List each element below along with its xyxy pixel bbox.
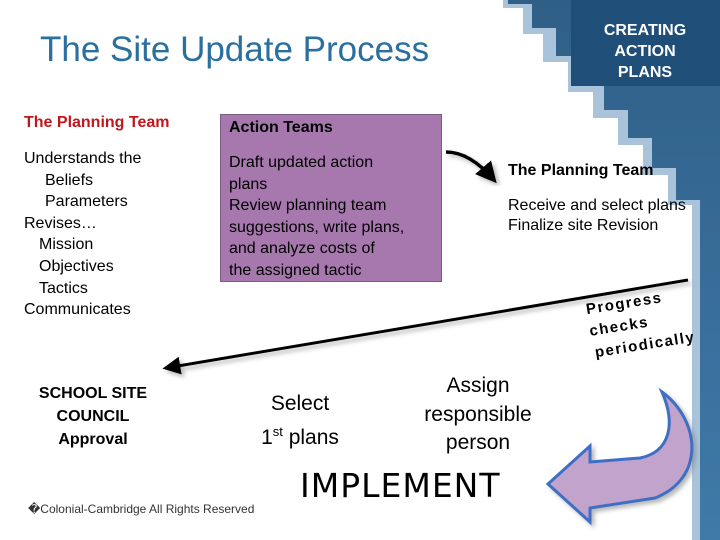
list-item: and analyze costs of xyxy=(229,240,375,257)
select-line: Select xyxy=(270,392,330,415)
list-item: Communicates xyxy=(24,301,131,319)
list-item: Tactics xyxy=(39,279,88,297)
list-item: Objectives xyxy=(39,257,114,275)
corner-label-line: ACTION xyxy=(614,43,676,60)
planning-team-review-tasks: Receive and select plans Finalize site R… xyxy=(508,196,686,236)
ssc-line: SCHOOL SITE xyxy=(38,385,148,402)
action-teams-tasks: Draft updated action plans Review planni… xyxy=(229,152,404,281)
creating-action-plans-label: CREATING ACTION PLANS xyxy=(585,20,705,83)
list-item: Understands the xyxy=(24,150,142,167)
ssc-line: COUNCIL xyxy=(56,408,130,425)
list-item: Receive and select plans xyxy=(508,197,686,214)
progress-line: checks xyxy=(588,314,650,340)
arrow-to-school-site-council xyxy=(162,278,689,375)
progress-line: Progress xyxy=(585,289,664,318)
action-teams-box xyxy=(220,114,442,282)
select-first-plans: Select 1st plans xyxy=(250,390,350,452)
select-line: 1st plans xyxy=(250,418,350,452)
assign-responsible-person: Assign responsible person xyxy=(410,372,546,458)
list-item: Revises… xyxy=(24,214,97,232)
list-item: Mission xyxy=(39,236,94,254)
list-item: suggestions, write plans, xyxy=(229,218,405,236)
planning-team-heading: The Planning Team xyxy=(24,114,170,131)
assign-line: responsible xyxy=(424,402,532,426)
list-item: Review planning team xyxy=(229,197,387,214)
implement-label: IMPLEMENT xyxy=(300,466,501,505)
list-item: Beliefs xyxy=(45,171,94,189)
copyright-notice: �Colonial-Cambridge All Rights Reserved xyxy=(28,502,255,516)
list-item: Finalize site Revision xyxy=(508,217,659,234)
arrow-to-planning-team xyxy=(445,150,497,184)
select-plans-word: plans xyxy=(282,426,339,449)
page-title: The Site Update Process xyxy=(40,30,430,69)
list-item: the assigned tactic xyxy=(229,261,362,279)
corner-label-line: CREATING xyxy=(603,22,687,39)
list-item: Draft updated action xyxy=(229,154,374,171)
list-item: plans xyxy=(229,175,268,193)
curved-return-arrow-icon xyxy=(545,387,694,526)
assign-line: person xyxy=(445,431,511,454)
list-item: Parameters xyxy=(45,193,128,211)
action-teams-heading: Action Teams xyxy=(229,119,333,136)
school-site-council-approval: SCHOOL SITE COUNCIL Approval xyxy=(18,382,168,451)
select-number: 1 xyxy=(261,426,273,449)
assign-line: Assign xyxy=(446,374,510,397)
planning-team-review-heading: The Planning Team xyxy=(508,162,654,179)
planning-team-responsibilities: Understands the Beliefs Parameters Revis… xyxy=(24,148,141,321)
select-ordinal: st xyxy=(272,424,283,439)
ssc-line: Approval xyxy=(58,431,128,448)
corner-label-line: PLANS xyxy=(617,64,673,81)
